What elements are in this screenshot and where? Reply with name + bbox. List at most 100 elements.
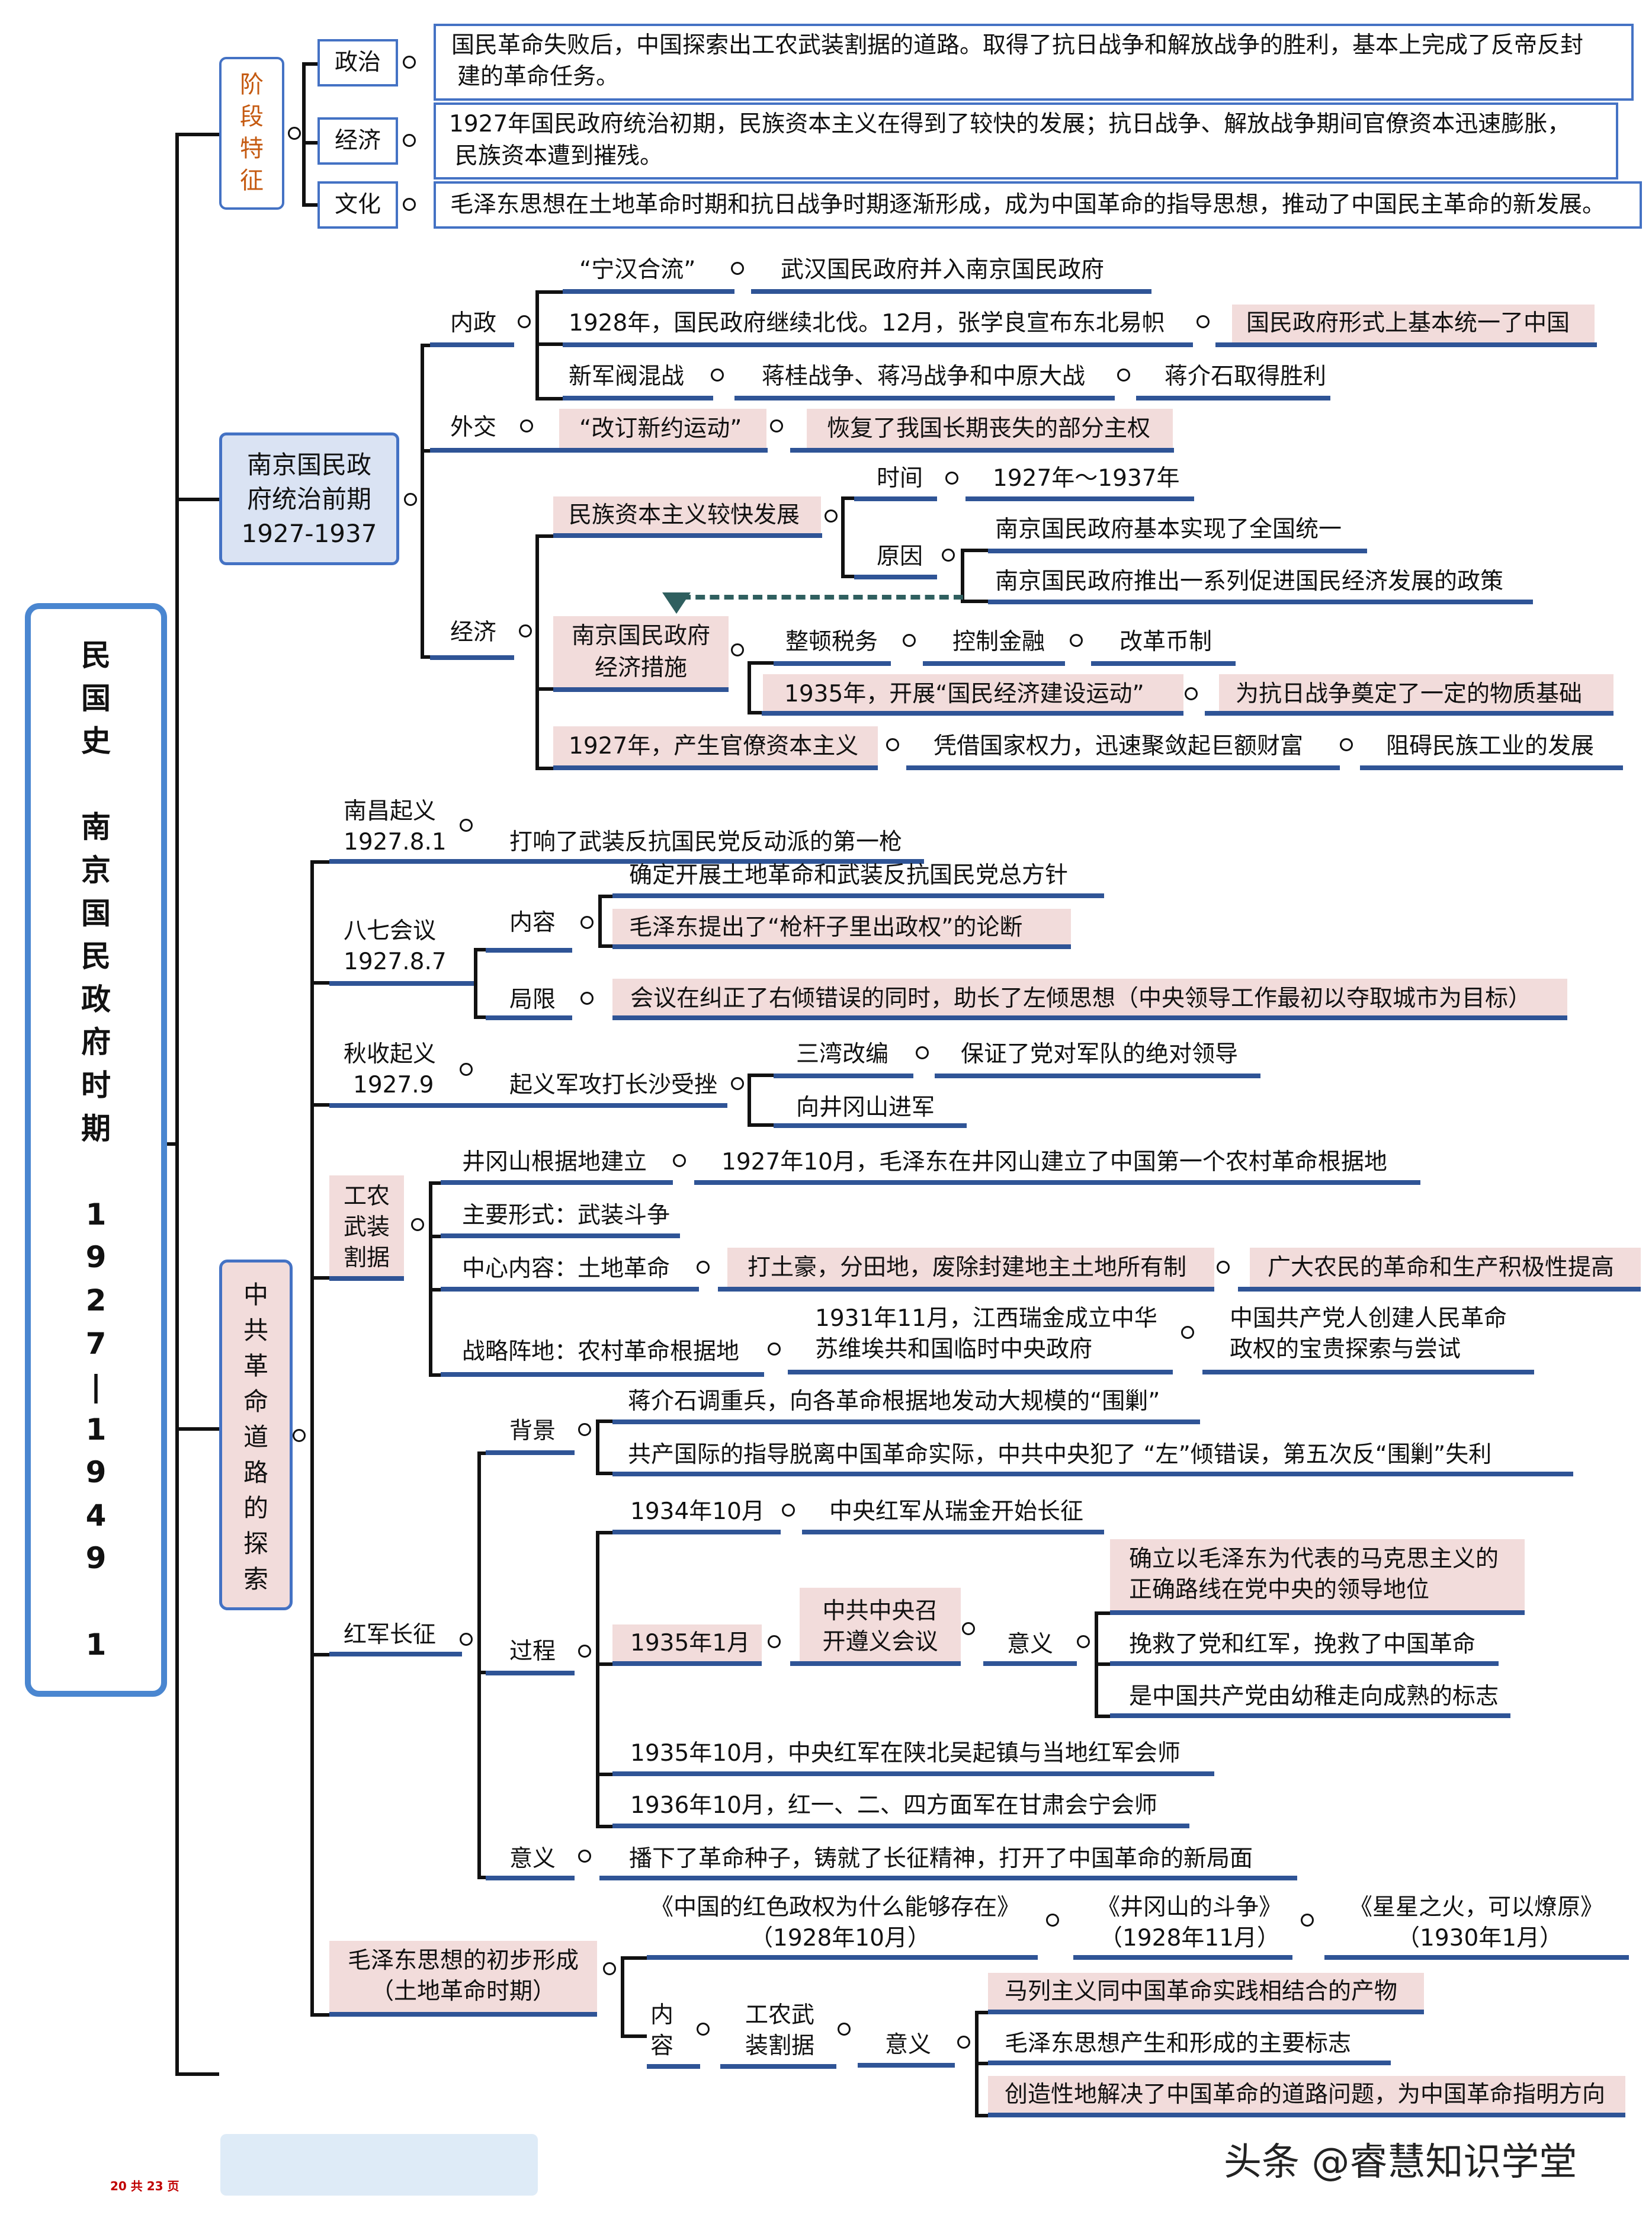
connector-line — [421, 344, 430, 347]
node-text: 蒋桂战争、蒋冯战争和中原大战 — [762, 363, 1086, 390]
underline — [1110, 1713, 1510, 1718]
connector-circle — [1046, 1914, 1059, 1927]
node-text: 1928年，国民政府继续北伐。12月，张学良宣布东北易帜 — [569, 310, 1165, 337]
connector-line — [596, 1662, 612, 1666]
node-text: 割据 — [343, 1245, 390, 1271]
connector-line — [310, 860, 329, 864]
connector-circle — [288, 127, 301, 140]
underline — [751, 289, 1151, 294]
node-text: 打响了武装反抗国民党反动派的第一枪 — [509, 829, 903, 855]
underline — [553, 687, 729, 692]
underline — [467, 859, 924, 864]
underline — [988, 2113, 1625, 2117]
underline — [1324, 1955, 1629, 1960]
connector-circle — [1181, 1326, 1194, 1339]
node-text: 凭借国家权力，迅速聚敛起巨额财富 — [934, 733, 1304, 760]
connector-circle — [962, 1622, 975, 1635]
underline — [906, 765, 1340, 770]
connector-circle — [697, 1261, 710, 1274]
connector-line — [535, 290, 563, 294]
connector-line — [535, 767, 553, 770]
node-text: 主要形式：武装斗争 — [462, 1202, 671, 1229]
connector-circle — [770, 419, 783, 432]
underline — [486, 1015, 572, 1020]
connector-circle — [578, 1850, 591, 1863]
arrow-head — [662, 592, 691, 614]
empty-branch-box — [220, 2134, 538, 2196]
connector-line — [175, 498, 219, 501]
node-text: 苏维埃共和国临时中央政府 — [815, 1336, 1093, 1363]
node-text: 南京国民政府推出一系列促进国民经济发展的政策 — [995, 568, 1504, 595]
underline — [854, 496, 937, 501]
connector-line — [477, 1876, 486, 1879]
node-text: 《星星之火，可以燎原》 — [1349, 1894, 1604, 1921]
connector-line — [748, 1074, 751, 1127]
node-text: 恢复了我国长期丧失的部分主权 — [827, 415, 1151, 442]
connector-circle — [886, 738, 899, 751]
underline — [486, 1450, 575, 1455]
node-text: 1934年10月 — [630, 1498, 765, 1525]
highlight-box — [1219, 674, 1613, 713]
connector-line — [748, 661, 774, 665]
economy-text-box — [434, 102, 1618, 180]
underline — [553, 765, 878, 770]
node-text: 1927.9 — [353, 1072, 434, 1098]
connector-line — [975, 2011, 988, 2014]
node-text: 确定开展土地革命和武装反抗国民党总方针 — [629, 862, 1069, 889]
connector-line — [302, 203, 317, 207]
underline — [923, 661, 1065, 666]
node-text: 1927年，产生官僚资本主义 — [569, 733, 859, 760]
underline — [612, 1661, 762, 1666]
interior-label: 内政 — [450, 310, 497, 337]
connector-circle — [460, 1633, 473, 1646]
connector-circle — [825, 510, 838, 523]
culture-label: 文化 — [334, 191, 381, 218]
connector-circle — [603, 1962, 616, 1975]
connector-circle — [782, 1504, 795, 1517]
underline — [329, 859, 467, 864]
node-text: 1927年～1937年 — [993, 465, 1180, 492]
node-text: 1927年10月，毛泽东在井冈山建立了中国第一个农村革命根据地 — [721, 1149, 1387, 1175]
underline — [1110, 1661, 1499, 1666]
connector-line — [748, 1074, 774, 1077]
underline — [441, 1287, 699, 1292]
highlight-box — [807, 409, 1173, 448]
connector-line — [621, 1956, 647, 1960]
underline — [612, 1419, 1200, 1424]
node-text: 毛泽东思想的初步形成 — [347, 1947, 579, 1974]
node-text: 正确路线在党中央的领导地位 — [1129, 1576, 1430, 1603]
node-text: 南京国民政府基本实现了全国统一 — [995, 516, 1342, 543]
underline — [612, 893, 1104, 898]
connector-line — [596, 1531, 612, 1534]
connector-circle — [578, 1645, 591, 1658]
connector-line — [429, 1373, 441, 1377]
underline — [720, 2064, 836, 2069]
node-text: 武汉国民政府并入南京国民政府 — [781, 257, 1105, 283]
connector-line — [975, 2062, 988, 2065]
underline — [486, 1671, 575, 1675]
node-text: 向井冈山进军 — [796, 1094, 935, 1121]
connector-line — [1095, 1611, 1110, 1615]
node-text: 装割据 — [745, 2033, 815, 2059]
underline — [774, 1074, 913, 1078]
connector-circle — [520, 419, 533, 432]
node-text: 中国共产党人创建人民革命 — [1230, 1305, 1507, 1332]
underline — [1202, 1370, 1534, 1374]
node-text: 政权的宝贵探索与尝试 — [1230, 1336, 1461, 1363]
highlight-box — [763, 674, 1183, 713]
page-number: 20 共 23 页 — [110, 2179, 179, 2193]
underline — [988, 600, 1533, 604]
underline — [988, 2010, 1424, 2014]
node-text: 改革币制 — [1119, 629, 1212, 655]
connector-line — [310, 1276, 329, 1280]
underline — [734, 396, 1115, 400]
connector-circle — [957, 2036, 970, 2049]
node-text: 时间 — [877, 465, 923, 492]
nanjing-economy-label: 经济 — [450, 619, 497, 646]
underline — [1073, 1955, 1292, 1960]
node-text: 《中国的红色政权为什么能够存在》 — [650, 1894, 1021, 1921]
connector-line — [429, 1181, 441, 1185]
underline — [441, 1233, 680, 1238]
underline — [1205, 711, 1613, 716]
node-text: 是中国共产党由幼稚走向成熟的标志 — [1129, 1683, 1499, 1710]
